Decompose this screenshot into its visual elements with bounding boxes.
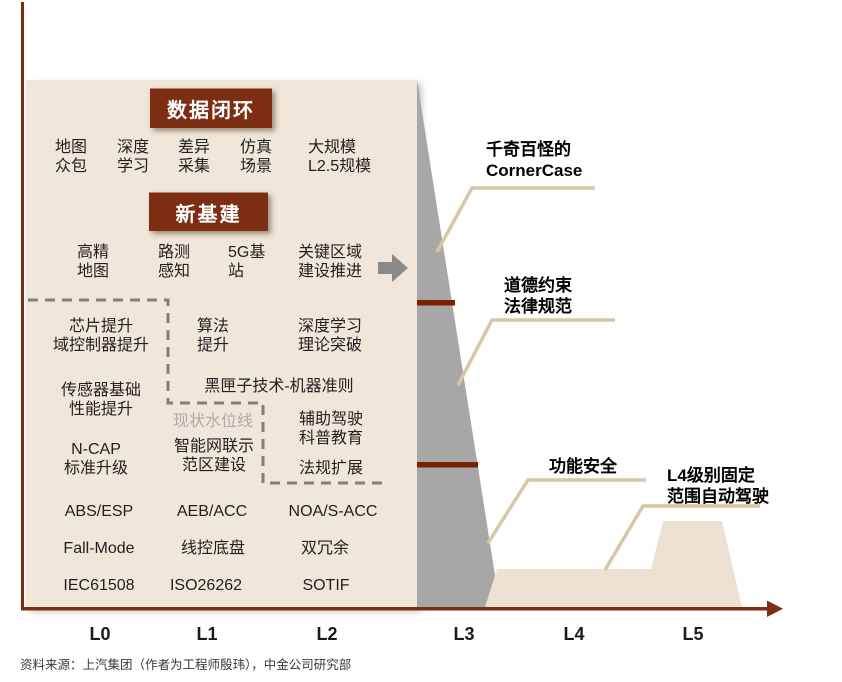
axis-label-l1: L1 — [196, 624, 218, 644]
item-sotif: SOTIF — [302, 577, 350, 594]
leader-safety — [486, 478, 646, 544]
item-hd-map: 高精地图 — [76, 244, 109, 280]
item-abs-esp: ABS/ESP — [64, 503, 134, 520]
item-deep-learning: 深度学习 — [116, 139, 149, 175]
item-algorithm-upgrade: 算法提升 — [196, 318, 229, 354]
item-blackbox-rules: 黑匣子技术-机器准则 — [204, 378, 354, 395]
item-aeb-acc: AEB/ACC — [176, 503, 248, 520]
item-iso26262: ISO26262 — [169, 577, 243, 594]
item-key-area-construction: 关键区域建设推进 — [297, 244, 362, 280]
badge-data-loop: 数据闭环 — [150, 88, 272, 128]
axis-label-l3: L3 — [453, 624, 475, 644]
item-chip-upgrade: 芯片提升域控制器提升 — [52, 318, 149, 354]
axis-label-l0: L0 — [89, 624, 111, 644]
x-axis-line — [21, 607, 769, 611]
axis-arrowhead-icon — [767, 600, 783, 617]
item-fall-mode: Fall-Mode — [63, 540, 135, 557]
threshold-bar-upper — [417, 300, 455, 306]
item-map-crowdsourcing: 地图众包 — [54, 139, 87, 175]
threshold-bar-lower — [417, 462, 478, 468]
badge-new-infra: 新基建 — [149, 192, 268, 231]
axis-label-l5: L5 — [682, 624, 704, 644]
label-current-waterline: 现状水位线 — [172, 413, 253, 430]
axis-label-l2: L2 — [316, 624, 338, 644]
annotation-cornercase: 千奇百怪的 CornerCase — [486, 140, 583, 180]
item-sensor-performance: 传感器基础性能提升 — [60, 382, 141, 418]
item-diff-collection: 差异采集 — [177, 139, 210, 175]
y-axis-line — [21, 2, 24, 608]
annotation-l4-fixed-area: L4级别固定 范围自动驾驶 — [667, 466, 769, 506]
annotation-ethics-law: 道德约束 法律规范 — [504, 276, 572, 316]
item-regulation-expansion: 法规扩展 — [298, 460, 363, 477]
item-wire-chassis: 线控底盘 — [180, 540, 245, 557]
item-dual-redundancy: 双冗余 — [300, 540, 349, 557]
item-icv-pilot-zone: 智能网联示范区建设 — [173, 438, 254, 474]
item-assist-education: 辅助驾驶科普教育 — [298, 411, 363, 447]
item-5g-station: 5G基站 — [228, 244, 266, 280]
leader-cornercase — [435, 186, 595, 253]
l4-plateau-shape — [485, 521, 742, 607]
item-roadside-sensing: 路测感知 — [157, 244, 190, 280]
axis-label-l4: L4 — [563, 624, 585, 644]
leader-l4 — [603, 504, 760, 571]
item-deep-learning-breakthrough: 深度学习理论突破 — [297, 318, 362, 354]
source-note: 资料来源：上汽集团（作者为工程师殷玮），中金公司研究部 — [20, 658, 352, 672]
item-noa-sacc: NOA/S-ACC — [288, 503, 378, 520]
annotation-functional-safety: 功能安全 — [549, 457, 617, 476]
item-iec61508: IEC61508 — [63, 577, 135, 594]
leader-ethics — [456, 318, 615, 386]
item-simulation-scene: 仿真场景 — [239, 139, 272, 175]
